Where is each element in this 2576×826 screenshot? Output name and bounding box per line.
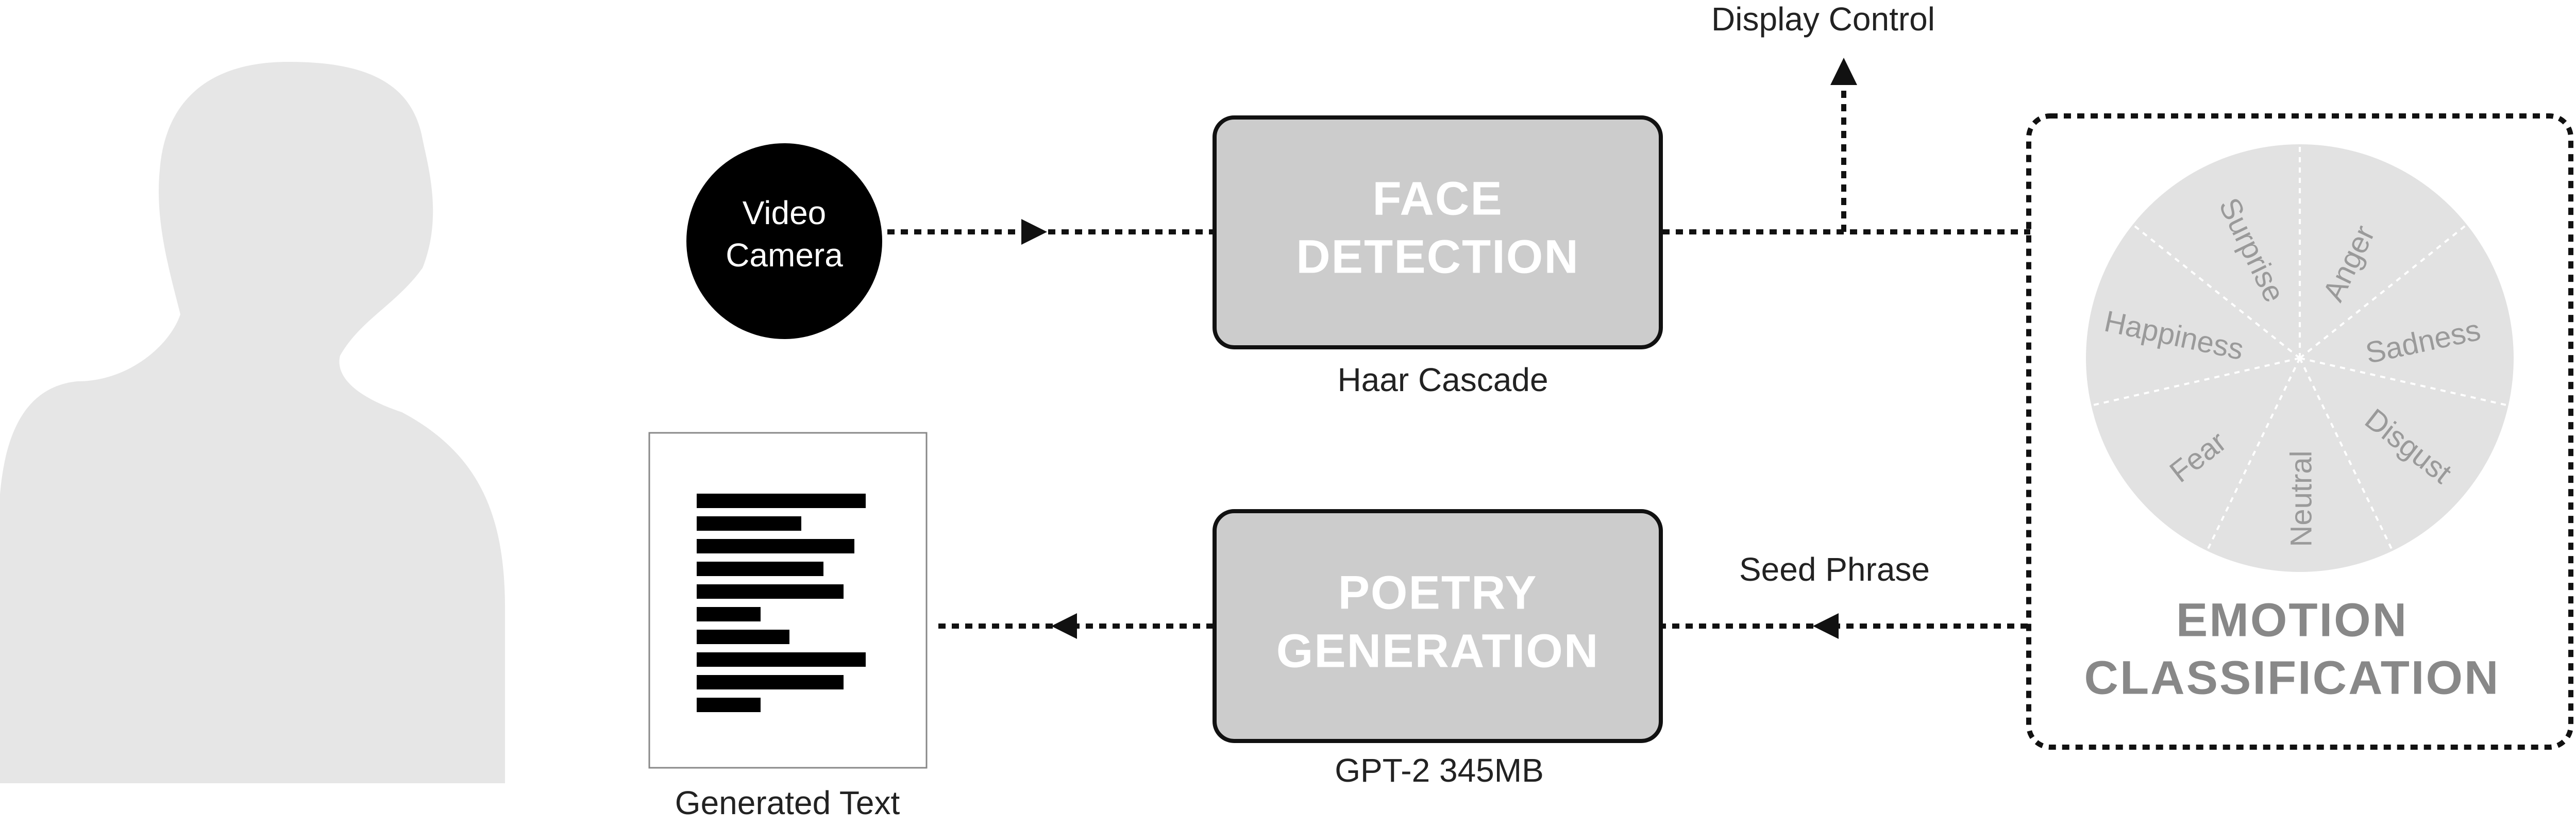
video-camera-node: Video Camera [686,143,882,339]
poetry-generation-title-line2: GENERATION [1276,625,1600,677]
camera-label-line2: Camera [726,237,843,274]
poetry-generation-title-line1: POETRY [1338,566,1538,619]
generated-text-caption: Generated Text [675,784,900,821]
emotion-classification-title-line1: EMOTION [2176,594,2408,646]
emotion-classification-node: Surprise Anger Sadness Disgust Neutral F… [2026,113,2573,750]
emotion-wheel-dividers [2091,144,2509,551]
face-detection-node: FACE DETECTION [1213,115,1663,349]
face-detection-title-line1: FACE [1372,172,1503,225]
gpt2-caption: GPT-2 345MB [1335,752,1544,789]
arrow-up-icon [1830,58,1857,85]
arrow-left-icon [1813,613,1839,639]
haar-cascade-caption: Haar Cascade [1337,361,1548,398]
face-detection-title-line2: DETECTION [1296,230,1579,283]
generated-text-document-icon [648,432,928,769]
seed-phrase-label: Seed Phrase [1739,551,1930,588]
emotion-neutral: Neutral [2284,451,2318,547]
person-silhouette-icon [0,62,505,783]
display-control-label: Display Control [1711,1,1935,38]
arrow-right-icon [1021,219,1047,245]
camera-label-line1: Video [743,194,827,231]
poetry-generation-node: POETRY GENERATION [1213,509,1663,743]
arrow-left-icon [1051,613,1077,639]
emotion-classification-title-line2: CLASSIFICATION [2084,651,2500,704]
